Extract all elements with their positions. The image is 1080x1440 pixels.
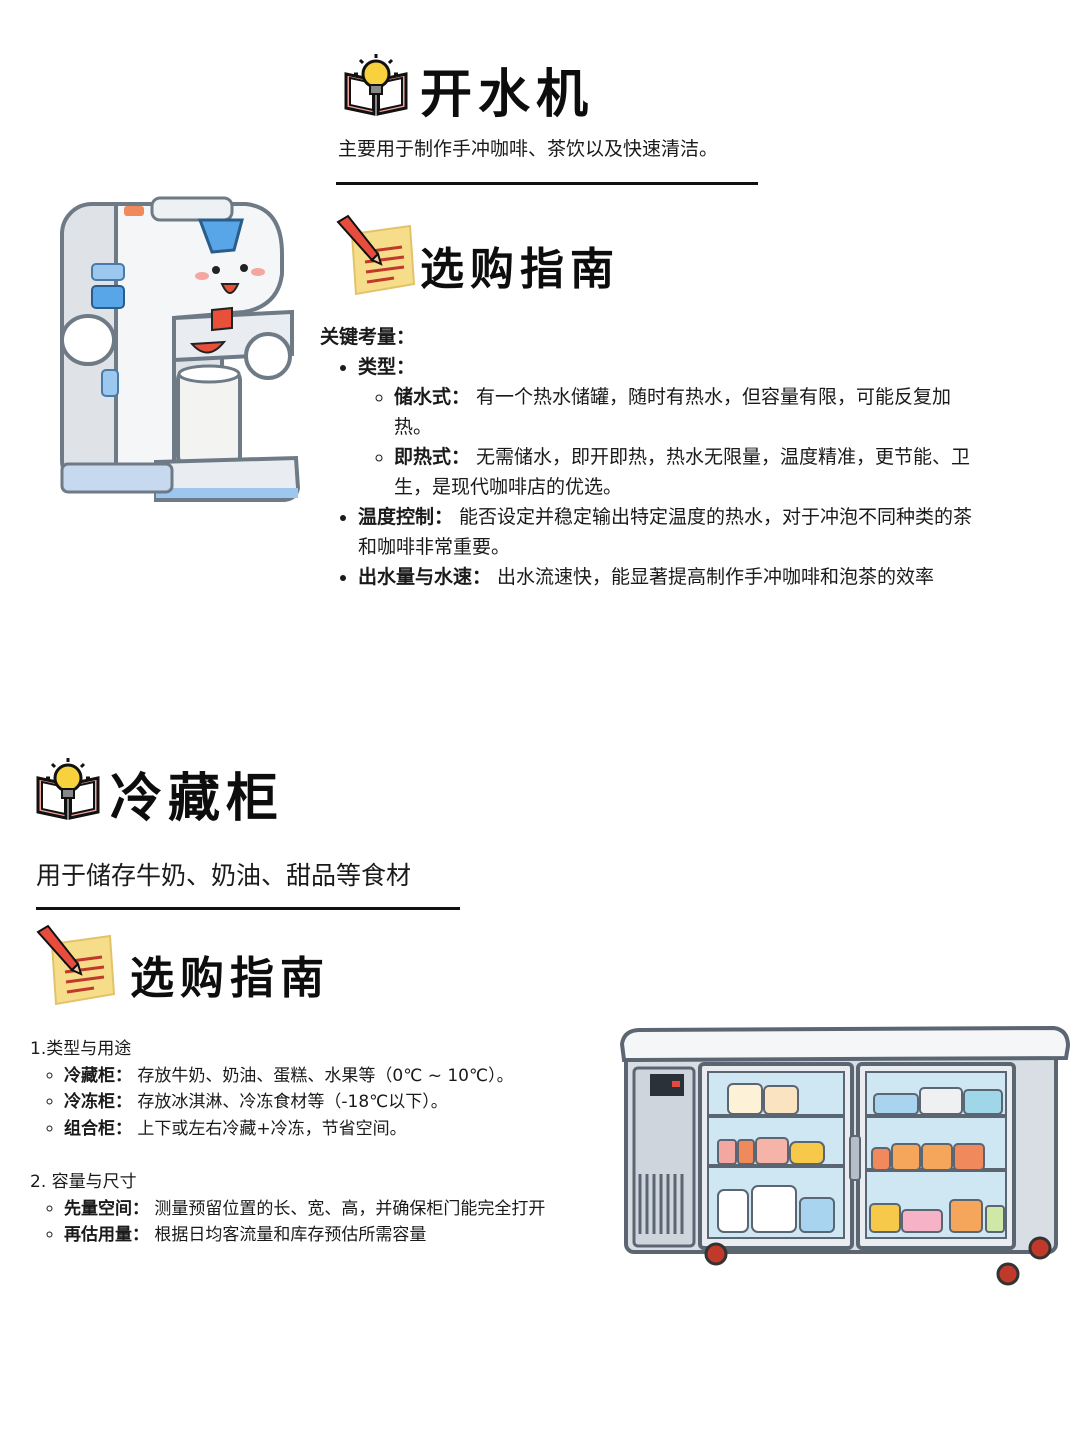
item-desc: 根据日均客流量和库存预估所需容量 [149,1225,427,1245]
memo-pencil-icon [36,924,116,1006]
types-list: 冷藏柜： 存放牛奶、奶油、蛋糕、水果等（0℃ ~ 10℃）。 冷冻柜： 存放冰淇… [30,1063,630,1143]
item-desc: 能否设定并稳定输出特定温度的热水，对于冲泡不同种类的茶和咖啡非常重要。 [358,506,973,558]
list-item: 冷藏柜： 存放牛奶、奶油、蛋糕、水果等（0℃ ~ 10℃）。 [64,1063,630,1090]
key-considerations-list: 关键考量： 类型： 储水式： 有一个热水储罐，随时有热水，但容量有限，可能反复加… [320,322,980,592]
item-desc: 有一个热水储罐，随时有热水，但容量有限，可能反复加热。 [394,386,952,438]
item-name: 先量空间： [64,1198,149,1219]
list-item: 出水量与水速： 出水流速快，能显著提高制作手冲咖啡和泡茶的效率 [358,562,980,592]
item-name: 温度控制： [358,506,454,528]
item-desc: 存放牛奶、奶油、蛋糕、水果等（0℃ ~ 10℃）。 [132,1065,514,1086]
key-considerations-heading: 关键考量： [320,326,416,348]
item-name: 冷藏柜： [64,1065,132,1086]
list-item: 组合柜： 上下或左右冷藏+冷冻，节省空间。 [64,1116,630,1143]
fridge-guide-list: 1.类型与用途 冷藏柜： 存放牛奶、奶油、蛋糕、水果等（0℃ ~ 10℃）。 冷… [30,1036,630,1249]
item-name: 出水量与水速： [358,566,492,588]
item-desc: 上下或左右冷藏+冷冻，节省空间。 [132,1118,407,1139]
buying-guide-title: 选购指南 [420,244,620,295]
buying-guide-title: 选购指南 [130,953,330,1004]
list-item: 即热式： 无需储水，即开即热，热水无限量，温度精准，更节能、卫生，是现代咖啡店的… [394,442,980,502]
list-item: 冷冻柜： 存放冰淇淋、冷冻食材等（-18℃以下）。 [64,1089,630,1116]
list-item: 先量空间： 测量预留位置的长、宽、高，并确保柜门能完全打开 [64,1196,630,1223]
water-dispenser-illustration [60,196,301,502]
memo-pencil-icon [336,214,416,296]
item-desc: 无需储水，即开即热，热水无限量，温度精准，更节能、卫生，是现代咖啡店的优选。 [394,446,971,498]
item-name: 冷冻柜： [64,1092,132,1112]
fridge-subtitle: 用于储存牛奶、奶油、甜品等食材 [36,861,412,890]
lightbulb-book-icon [36,758,100,820]
item-desc: 测量预留位置的长、宽、高，并确保柜门能完全打开 [149,1198,546,1219]
page-title-fridge: 冷藏柜 [110,768,285,829]
section-heading-types: 1.类型与用途 [30,1039,132,1059]
page-title-water-dispenser: 开水机 [420,64,595,125]
item-desc: 存放冰淇淋、冷冻食材等（-18℃以下）。 [132,1092,448,1112]
list-item: 温度控制： 能否设定并稳定输出特定温度的热水，对于冲泡不同种类的茶和咖啡非常重要… [358,502,980,562]
water-dispenser-subtitle: 主要用于制作手冲咖啡、茶饮以及快速清洁。 [338,138,719,160]
type-sublist: 储水式： 有一个热水储罐，随时有热水，但容量有限，可能反复加热。 即热式： 无需… [358,382,980,502]
list-item: 储水式： 有一个热水储罐，随时有热水，但容量有限，可能反复加热。 [394,382,980,442]
item-name: 即热式： [394,446,471,468]
under-counter-fridge-illustration [620,1025,1071,1286]
item-name: 储水式： [394,386,471,408]
item-name: 再估用量： [64,1225,149,1245]
considerations-list: 类型： 储水式： 有一个热水储罐，随时有热水，但容量有限，可能反复加热。 即热式… [320,352,980,592]
section-heading-capacity: 2. 容量与尺寸 [30,1172,137,1192]
list-item: 再估用量： 根据日均客流量和库存预估所需容量 [64,1222,630,1249]
divider [336,182,758,185]
divider [36,907,460,910]
item-desc: 出水流速快，能显著提高制作手冲咖啡和泡茶的效率 [491,566,935,588]
capacity-list: 先量空间： 测量预留位置的长、宽、高，并确保柜门能完全打开 再估用量： 根据日均… [30,1196,630,1249]
lightbulb-book-icon [344,54,408,116]
list-item-type: 类型： 储水式： 有一个热水储罐，随时有热水，但容量有限，可能反复加热。 即热式… [358,352,980,502]
type-label: 类型： [358,356,416,378]
item-name: 组合柜： [64,1118,132,1139]
